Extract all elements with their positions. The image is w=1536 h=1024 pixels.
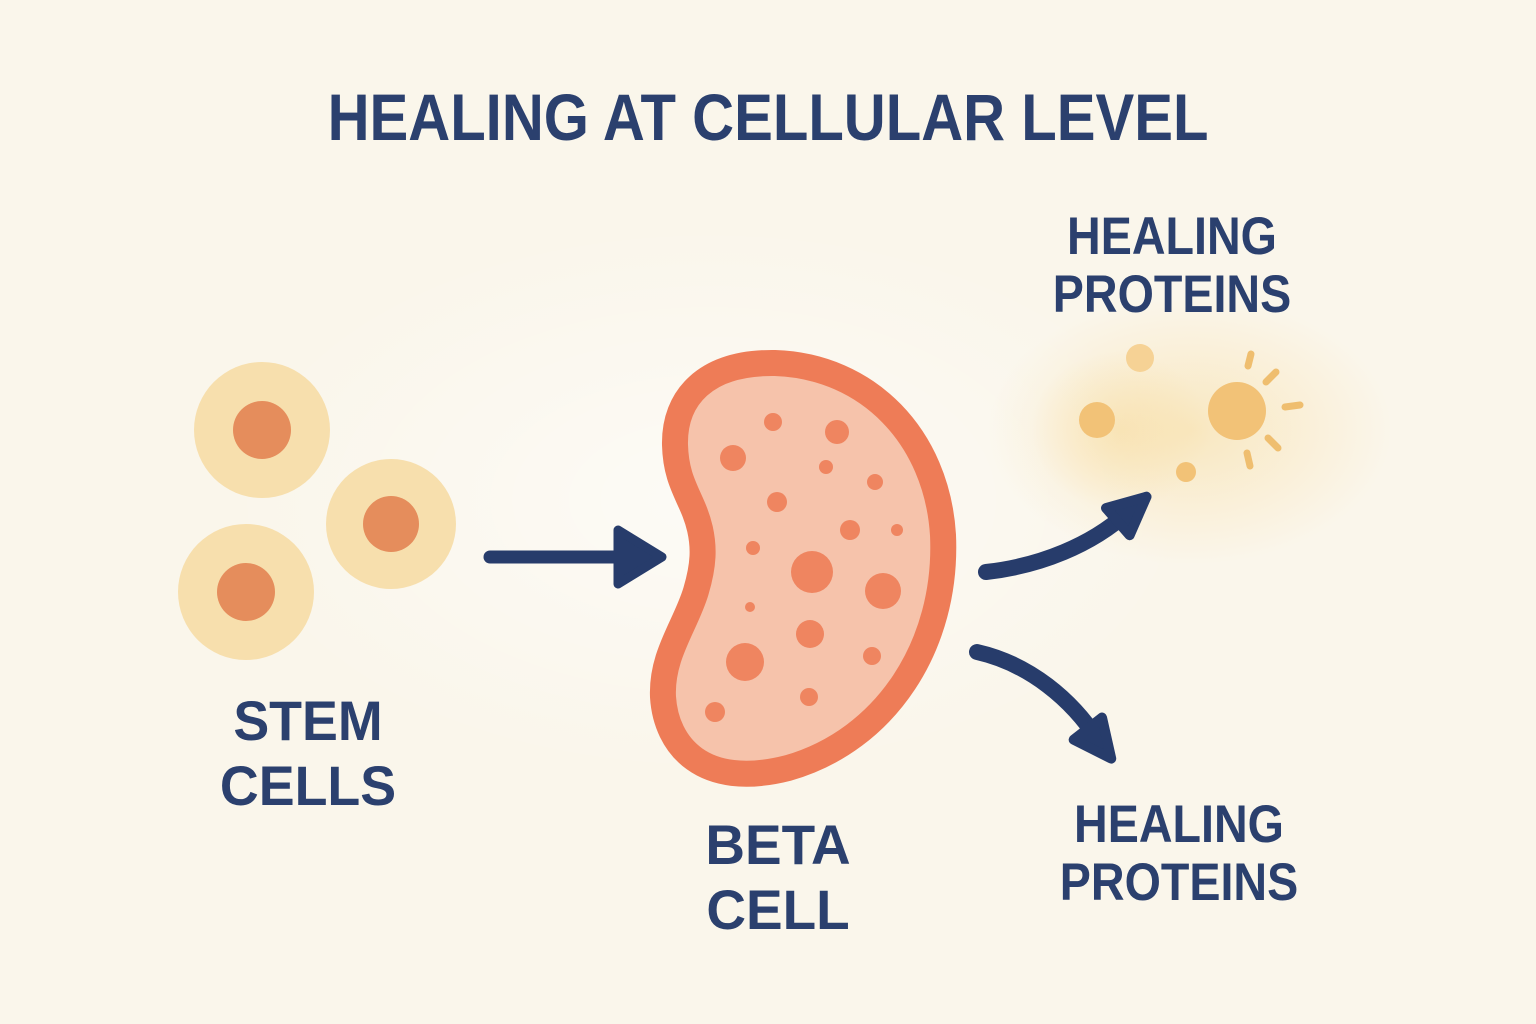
stem-cell-icon: [194, 362, 330, 498]
beta-cell-label: BETA CELL: [705, 812, 850, 942]
beta-cell-label-line2: CELL: [706, 878, 850, 941]
healing-protein-icon: [1176, 462, 1196, 482]
healing-proteins-top-label: HEALING PROTEINS: [1053, 208, 1291, 324]
beta-cell-illustration: [649, 349, 957, 787]
protein-sun-rays: [1243, 350, 1304, 470]
healing-proteins-bottom-label-line1: HEALING: [1074, 795, 1284, 854]
stem-cell-nucleus: [363, 496, 419, 552]
page-title: HEALING AT CELLULAR LEVEL: [327, 80, 1209, 154]
healing-protein-icon: [1126, 344, 1154, 372]
stem-cell-nucleus: [233, 401, 291, 459]
curved-arrow-down-icon: [969, 644, 1117, 764]
curved-arrow-up-icon: [978, 491, 1152, 580]
healing-proteins-bottom-label-line2: PROTEINS: [1059, 853, 1299, 912]
stem-cell-nucleus: [217, 563, 275, 621]
healing-proteins-top-label-line2: PROTEINS: [1052, 265, 1292, 324]
healing-proteins-illustration: [1079, 344, 1304, 482]
stem-cells-label-line2: CELLS: [219, 754, 397, 817]
stem-cells-illustration: [178, 362, 456, 660]
healing-proteins-top-label-line1: HEALING: [1067, 207, 1277, 266]
beta-cell-label-line1: BETA: [705, 813, 851, 876]
healing-protein-sun-icon: [1208, 382, 1266, 440]
healing-proteins-bottom-label: HEALING PROTEINS: [1060, 796, 1298, 912]
arrow-right-icon: [483, 525, 667, 589]
beta-cell-granules: [705, 413, 903, 722]
healing-protein-icon: [1079, 402, 1115, 438]
stem-cell-icon: [326, 459, 456, 589]
stem-cell-icon: [178, 524, 314, 660]
stem-cells-label: STEM CELLS: [220, 688, 396, 818]
stem-cells-label-line1: STEM: [233, 689, 383, 752]
